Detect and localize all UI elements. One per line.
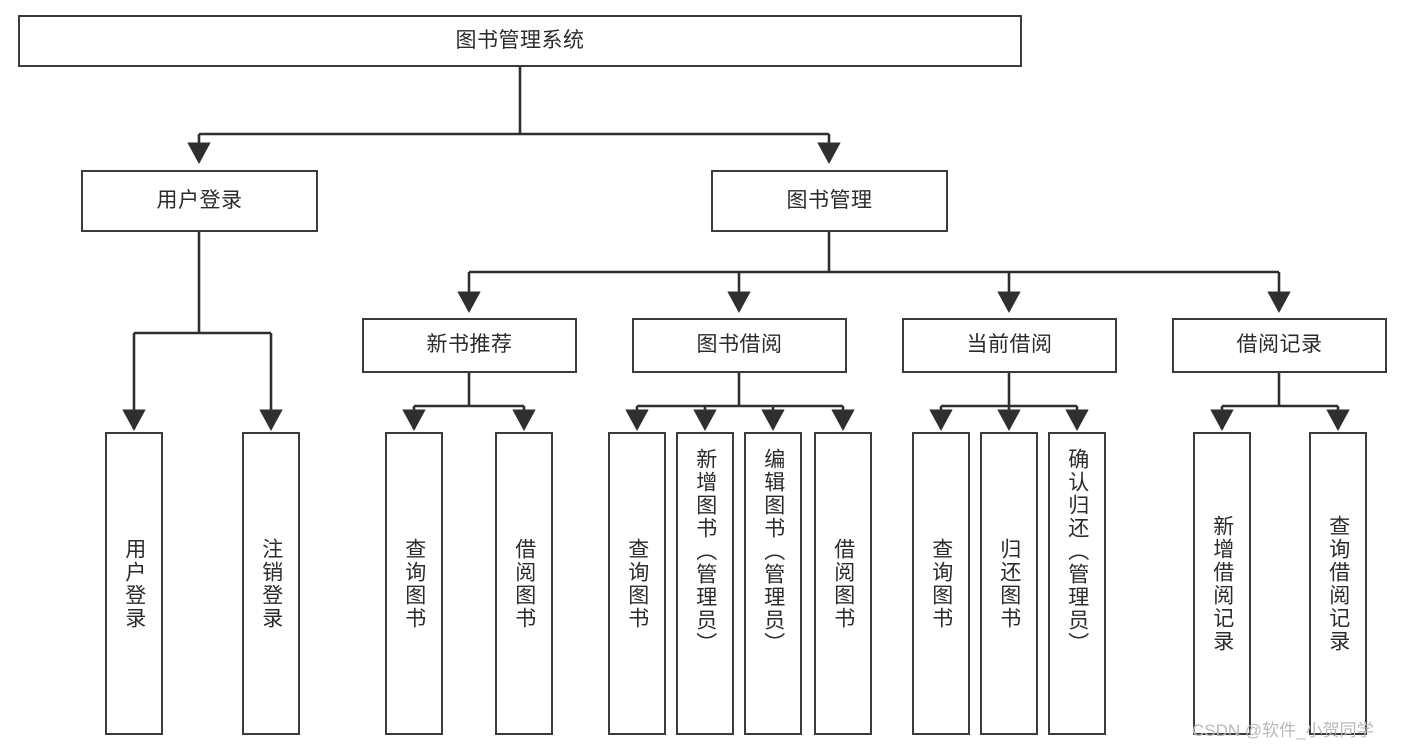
node-current-borrow[interactable]: 当前借阅 (902, 318, 1117, 373)
node-leaf-edit-book[interactable]: 编辑图书（管理员） (744, 432, 802, 735)
watermark-text: CSDN @软件_小贺同学 (1192, 721, 1374, 740)
node-user-login[interactable]: 用户登录 (81, 170, 318, 232)
node-leaf-confirm-return[interactable]: 确认归还（管理员） (1048, 432, 1106, 735)
node-new-book-recommend[interactable]: 新书推荐 (362, 318, 577, 373)
node-leaf-query-borrow-record[interactable]: 查询借阅记录 (1309, 432, 1367, 735)
node-label: 查询图书 (625, 537, 649, 630)
node-label: 注销登录 (259, 537, 283, 630)
node-borrow-record[interactable]: 借阅记录 (1172, 318, 1387, 373)
node-leaf-query-book-current[interactable]: 查询图书 (912, 432, 970, 735)
node-label: 当前借阅 (966, 333, 1053, 357)
node-leaf-query-book-recommend[interactable]: 查询图书 (385, 432, 443, 735)
node-label: 用户登录 (156, 188, 243, 212)
node-label: 新增借阅记录 (1210, 514, 1234, 653)
node-leaf-borrow-book-recommend[interactable]: 借阅图书 (495, 432, 553, 735)
node-leaf-logout-login[interactable]: 注销登录 (242, 432, 300, 735)
node-label: 新书推荐 (426, 333, 513, 357)
node-book-borrow[interactable]: 图书借阅 (632, 318, 847, 373)
node-book-management[interactable]: 图书管理 (711, 170, 948, 232)
node-label: 借阅图书 (512, 537, 536, 630)
node-label: 编辑图书（管理员） (761, 448, 785, 655)
node-label: 借阅图书 (831, 537, 855, 630)
node-label: 借阅记录 (1236, 333, 1323, 357)
node-label: 新增图书（管理员） (693, 448, 717, 655)
node-label: 查询图书 (929, 537, 953, 630)
node-leaf-add-book[interactable]: 新增图书（管理员） (676, 432, 734, 735)
node-leaf-user-login[interactable]: 用户登录 (105, 432, 163, 735)
node-label: 图书借阅 (696, 333, 783, 357)
node-leaf-add-borrow-record[interactable]: 新增借阅记录 (1193, 432, 1251, 735)
node-leaf-borrow-book-borrow[interactable]: 借阅图书 (814, 432, 872, 735)
node-label: 归还图书 (997, 537, 1021, 630)
node-label: 查询借阅记录 (1326, 514, 1350, 653)
node-root-system[interactable]: 图书管理系统 (18, 15, 1022, 67)
node-label: 图书管理 (786, 188, 873, 212)
node-label: 查询图书 (402, 537, 426, 630)
node-leaf-query-book-borrow[interactable]: 查询图书 (608, 432, 666, 735)
node-label: 用户登录 (122, 537, 146, 630)
node-label: 图书管理系统 (455, 28, 585, 52)
node-leaf-return-book[interactable]: 归还图书 (980, 432, 1038, 735)
node-label: 确认归还（管理员） (1065, 448, 1089, 655)
